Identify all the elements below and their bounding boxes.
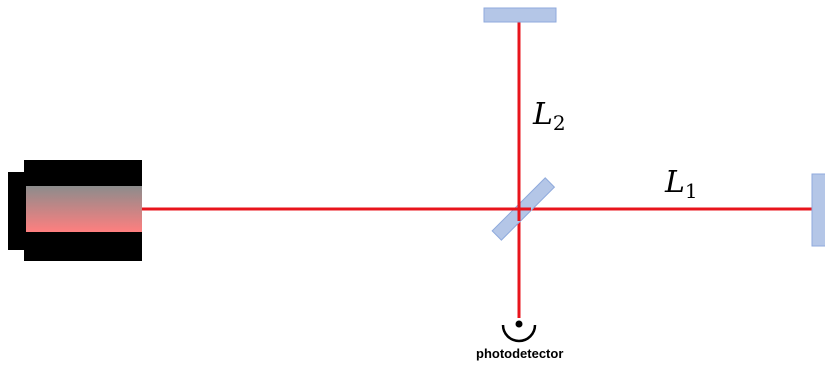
photodetector-icon (501, 320, 537, 343)
mirror-arm-2 (483, 7, 557, 23)
beam-splitter (491, 177, 556, 241)
arm-1-label: L1 (665, 165, 698, 203)
laser-beams (142, 22, 812, 318)
arm-2-label: L2 (533, 97, 566, 135)
laser-source (8, 160, 142, 261)
laser-glow (26, 186, 142, 232)
mirror-arm-1 (811, 173, 825, 247)
photodetector-label: photodetector (476, 346, 564, 361)
